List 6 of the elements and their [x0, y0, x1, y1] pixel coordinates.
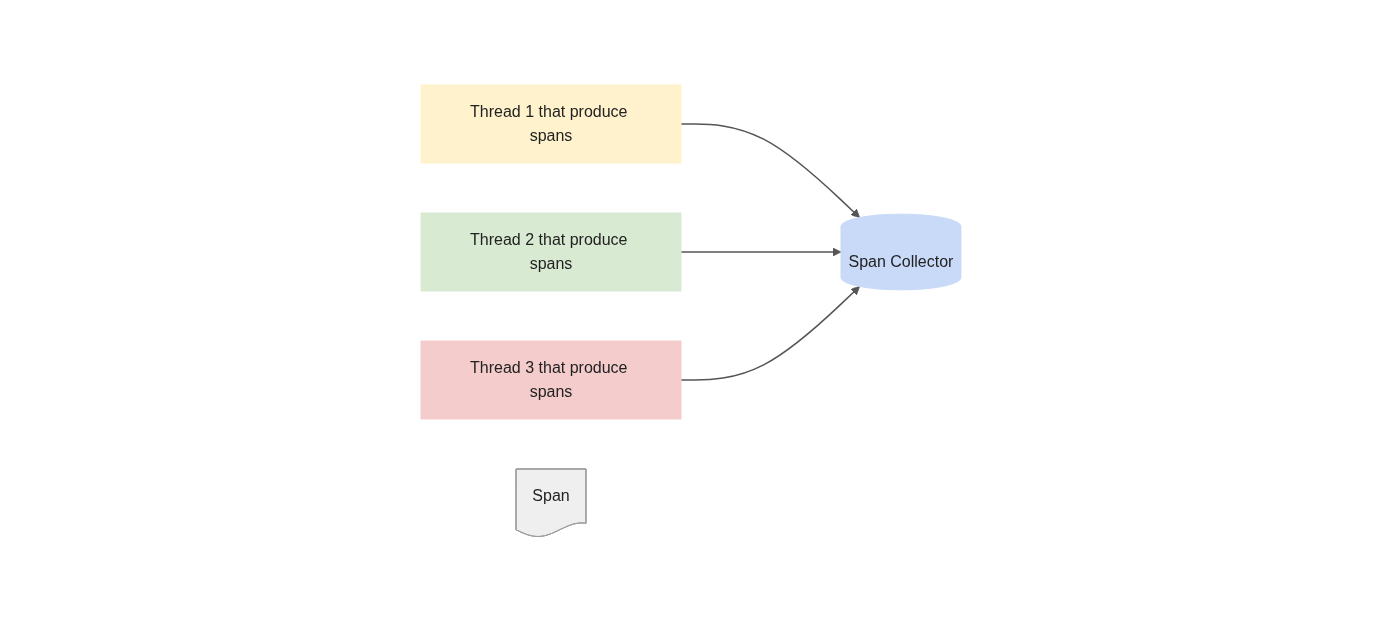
node-box: Thread 2 that produce spans: [420, 212, 682, 292]
node-box: Thread 1 that produce spans: [420, 84, 682, 164]
node-box: Thread 3 that produce spans: [420, 340, 682, 420]
arrow: [680, 286, 860, 381]
arrow: [680, 247, 842, 257]
arrow: [680, 123, 860, 219]
